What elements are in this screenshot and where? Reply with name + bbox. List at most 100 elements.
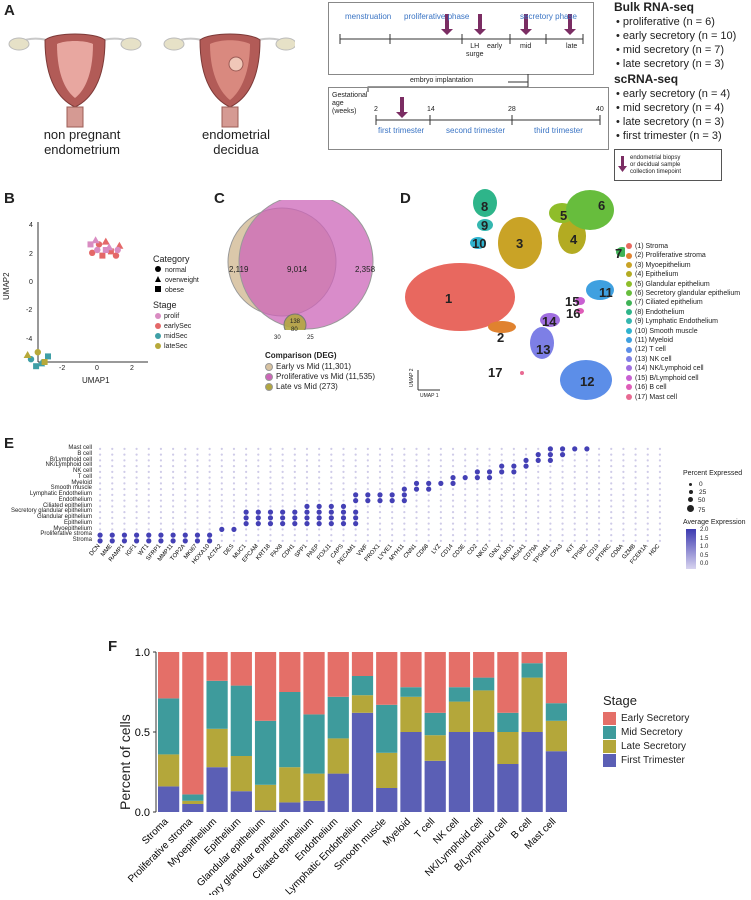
dotplot-dot [196, 528, 199, 531]
dotplot-dot [561, 499, 564, 502]
dotplot-dot [610, 482, 613, 485]
swatch-icon [155, 313, 161, 320]
dotplot-dot [172, 499, 175, 502]
bar-segment [351, 652, 374, 676]
dotplot-dot [511, 463, 517, 469]
dotplot-dot [318, 488, 321, 491]
dotplot-dot [135, 511, 138, 514]
dotplot-dot [512, 534, 515, 537]
sample-point [114, 246, 121, 254]
dotplot-dot [342, 499, 345, 502]
dotplot-dot [610, 453, 613, 456]
dotplot-dot [172, 476, 175, 479]
dotplot-dot [366, 488, 369, 491]
dotplot-dot [573, 528, 576, 531]
cluster-blob [616, 247, 625, 257]
dotplot-dot [342, 459, 345, 462]
dotplot-dot [366, 447, 369, 450]
dotplot-dot [220, 534, 223, 537]
cluster-number: 12 [580, 374, 594, 389]
dotplot-dot [450, 480, 456, 486]
dotplot-dot [622, 499, 625, 502]
week-tick: 40 [596, 106, 604, 113]
dotplot-dot [646, 522, 649, 525]
bar-segment [254, 810, 277, 812]
dotplot-dot [524, 505, 528, 508]
dotplot-dot [342, 534, 345, 537]
bar-segment [473, 652, 495, 678]
dotplot-dot [512, 528, 515, 531]
dotplot-dot [135, 465, 138, 468]
dotplot-dot [208, 505, 211, 508]
dotplot-dot [316, 503, 322, 509]
bar-segment [521, 663, 543, 678]
dotplot-dot [184, 493, 187, 496]
dotplot-dot [610, 499, 613, 502]
dotplot-dot [269, 534, 272, 537]
gene-label: CPA3 [550, 543, 565, 559]
dotplot-dot [439, 528, 442, 531]
dotplot-dot [366, 470, 369, 473]
dotplot-dot [391, 482, 394, 485]
umap-cluster-plot: 1 2 3 4 5 6 7 8 9 10 11 12 13 14 15 16 1… [405, 189, 625, 400]
dotplot-dot [451, 534, 455, 537]
dotplot-dot [305, 534, 309, 537]
dotplot-dot [585, 516, 588, 519]
dotplot-dot [464, 470, 467, 473]
cluster-number: 9 [481, 218, 488, 233]
tick-label: 2 [29, 251, 33, 258]
dotplot-dot [172, 470, 175, 473]
dotplot-dot [378, 528, 382, 531]
dotplot-dot [305, 493, 309, 496]
bar-segment [376, 704, 398, 753]
biopsy-legend-box: endometrial biopsy or decidual sample co… [614, 149, 722, 181]
avg-expression-colorbar [686, 529, 696, 569]
bar-segment [497, 732, 519, 764]
legend-item: (8) Endothelium [626, 308, 740, 317]
dotplot-dot [135, 459, 138, 462]
dotplot-dot [340, 509, 347, 515]
dotplot-dot [98, 511, 102, 514]
dotplot-dot [439, 476, 442, 479]
dotplot-dot [451, 511, 455, 514]
swatch-icon [626, 290, 632, 297]
dotplot-dot [524, 482, 528, 485]
cluster-blob [520, 371, 524, 375]
venn-count: 138 [290, 319, 301, 325]
dotplot-dot [257, 459, 260, 462]
dotplot-dot [98, 470, 102, 473]
dotplot-dot [488, 453, 491, 456]
bar-segment [448, 687, 471, 702]
dotplot-dot [245, 488, 248, 491]
dotplot-dot [486, 469, 493, 475]
swatch-icon [155, 323, 161, 330]
dotplot-dot [245, 499, 248, 502]
dotplot-dot [257, 476, 260, 479]
cluster-number: 7 [615, 246, 622, 261]
scrnaseq-list: early secretory (n = 4) mid secretory (n… [616, 87, 730, 143]
bar-segment [182, 804, 204, 812]
legend-item: (2) Proliferative stroma [626, 251, 740, 260]
dotplot-dot [135, 453, 138, 456]
dotplot-dot [573, 465, 576, 468]
sample-point [41, 359, 48, 365]
dotplot-dot [573, 511, 576, 514]
dotplot-dot [658, 511, 662, 514]
dotplot-dot [427, 522, 430, 525]
dotplot-dot [488, 534, 491, 537]
dotplot-dot [232, 476, 236, 479]
dotplot-dot [354, 528, 357, 531]
legend-item: (6) Secretory glandular epithelium [626, 289, 740, 298]
sample-point [94, 246, 101, 254]
legend-item: Early vs Mid (11,301) [265, 362, 375, 372]
bar-segment [497, 712, 519, 732]
dotplot-dot [561, 539, 564, 542]
dotplot-dot [316, 521, 322, 527]
dotplot-dot [354, 476, 357, 479]
dotplot-dot [293, 453, 296, 456]
swatch-icon [155, 333, 161, 340]
dotplot-dot [391, 476, 394, 479]
dotplot-dot [658, 470, 662, 473]
dotplot-dot [512, 539, 515, 542]
dotplot-dot [413, 486, 420, 492]
